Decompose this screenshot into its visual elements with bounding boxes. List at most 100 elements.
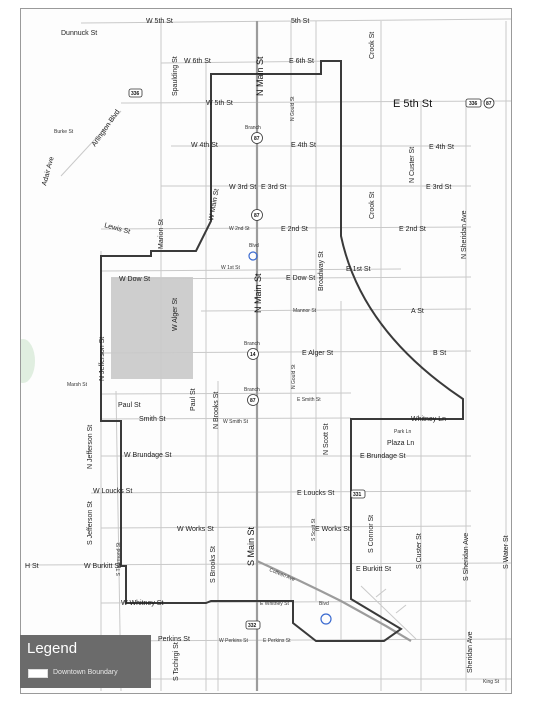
- svg-text:Spaulding St: Spaulding St: [172, 56, 179, 96]
- svg-text:W Alger St: W Alger St: [172, 298, 179, 331]
- svg-text:W 3rd St: W 3rd St: [229, 184, 256, 191]
- coffeen-ave-line: [256, 559, 412, 642]
- svg-text:331: 331: [353, 492, 362, 498]
- svg-text:W 1st St: W 1st St: [221, 265, 241, 271]
- street-labels: W 5th St 5th St Dunnuck St Spaulding St …: [25, 18, 510, 685]
- shield-87-b: 87: [251, 209, 263, 221]
- svg-text:E 2nd St: E 2nd St: [281, 226, 308, 233]
- svg-text:S Connor St: S Connor St: [368, 515, 375, 553]
- svg-text:Plaza Ln: Plaza Ln: [387, 440, 414, 447]
- svg-text:W 5th St: W 5th St: [206, 100, 233, 107]
- svg-text:S Tschirgi St: S Tschirgi St: [173, 642, 180, 681]
- route-shields: 336 336 87 87 87 14 87 331 332: [128, 88, 495, 630]
- svg-text:Lewis St: Lewis St: [103, 222, 130, 236]
- svg-text:E 6th St: E 6th St: [289, 58, 314, 65]
- svg-text:336: 336: [131, 91, 140, 97]
- shield-14: 14: [247, 348, 259, 360]
- svg-text:87: 87: [486, 101, 492, 107]
- svg-text:Branch: Branch: [244, 341, 260, 347]
- svg-text:W Whitney St: W Whitney St: [121, 600, 163, 607]
- svg-text:W 2nd St: W 2nd St: [229, 226, 250, 232]
- svg-text:Arlington Blvd: Arlington Blvd: [91, 109, 122, 148]
- svg-text:A St: A St: [411, 308, 424, 315]
- svg-text:E 1st St: E 1st St: [346, 266, 371, 273]
- svg-text:S Custer St: S Custer St: [416, 533, 423, 569]
- svg-text:W Works St: W Works St: [177, 526, 214, 533]
- svg-text:W Burkitt St: W Burkitt St: [84, 563, 121, 570]
- svg-text:Branch: Branch: [245, 125, 261, 131]
- svg-text:Dunnuck St: Dunnuck St: [61, 30, 97, 37]
- svg-text:87: 87: [254, 136, 260, 142]
- svg-text:Adair Ave: Adair Ave: [41, 156, 56, 187]
- shield-336-right: 336: [465, 98, 482, 108]
- svg-text:Mannor St: Mannor St: [293, 308, 317, 314]
- svg-text:N Sheridan Ave: N Sheridan Ave: [461, 210, 468, 259]
- shield-332: 332: [245, 620, 261, 630]
- svg-text:Paul St: Paul St: [190, 388, 197, 411]
- shield-336-left: 336: [128, 88, 143, 98]
- svg-text:S Sheridan Ave: S Sheridan Ave: [463, 533, 470, 581]
- svg-text:E Burkitt St: E Burkitt St: [356, 566, 391, 573]
- svg-text:E Smith St: E Smith St: [297, 397, 321, 403]
- svg-text:W 4th St: W 4th St: [191, 142, 218, 149]
- street-network-ns: [60, 21, 507, 692]
- svg-text:336: 336: [469, 101, 478, 107]
- svg-text:E Whitney St: E Whitney St: [260, 601, 290, 607]
- svg-text:5th St: 5th St: [291, 18, 309, 25]
- svg-text:N Gould St: N Gould St: [290, 96, 296, 121]
- legend-boundary-swatch: [28, 669, 48, 678]
- svg-text:Broadway St: Broadway St: [318, 251, 325, 291]
- svg-text:Perkins St: Perkins St: [158, 636, 190, 643]
- downtown-boundary: [100, 60, 464, 642]
- svg-text:N Jefferson St: N Jefferson St: [99, 337, 106, 381]
- map-canvas[interactable]: 336 336 87 87 87 14 87 331 332 Branch Br…: [21, 9, 512, 694]
- svg-text:E Perkins St: E Perkins St: [263, 638, 291, 644]
- svg-text:Branch: Branch: [244, 387, 260, 393]
- railroad-line: [360, 585, 417, 640]
- park-area: [111, 277, 193, 379]
- svg-text:S Scott St: S Scott St: [311, 518, 317, 541]
- legend-panel: Legend Downtown Boundary: [20, 635, 151, 688]
- svg-text:Park Ln: Park Ln: [394, 429, 411, 435]
- svg-text:W 5th St: W 5th St: [146, 18, 173, 25]
- svg-text:S Water St: S Water St: [503, 535, 510, 569]
- svg-text:W Smith St: W Smith St: [223, 419, 249, 425]
- svg-text:Whitney Ln: Whitney Ln: [411, 416, 446, 423]
- svg-text:N Gould St: N Gould St: [291, 364, 297, 389]
- svg-text:E 3rd St: E 3rd St: [261, 184, 286, 191]
- svg-text:Coffeen Ave: Coffeen Ave: [268, 567, 296, 583]
- svg-text:E 2nd St: E 2nd St: [399, 226, 426, 233]
- svg-text:14: 14: [250, 352, 256, 358]
- svg-text:E 4th St: E 4th St: [429, 144, 454, 151]
- map-frame: 336 336 87 87 87 14 87 331 332 Branch Br…: [20, 8, 512, 694]
- svg-text:W Main St: W Main St: [208, 188, 221, 221]
- svg-text:W 6th St: W 6th St: [184, 58, 211, 65]
- svg-text:332: 332: [248, 623, 257, 629]
- shield-331: 331: [350, 489, 366, 499]
- svg-text:Sheridan Ave: Sheridan Ave: [467, 631, 474, 673]
- svg-text:Blvd: Blvd: [319, 601, 329, 607]
- svg-text:W Loucks St: W Loucks St: [93, 488, 132, 495]
- svg-text:Crook St: Crook St: [369, 192, 376, 219]
- svg-text:W Dow St: W Dow St: [119, 276, 150, 283]
- shield-87-c: 87: [247, 394, 259, 406]
- vegetation-patch: [21, 339, 35, 383]
- svg-text:E Loucks St: E Loucks St: [297, 490, 334, 497]
- svg-text:E Alger St: E Alger St: [302, 350, 333, 357]
- svg-text:N Jefferson St: N Jefferson St: [87, 425, 94, 469]
- svg-text:Crook St: Crook St: [369, 32, 376, 59]
- svg-text:E 4th St: E 4th St: [291, 142, 316, 149]
- svg-text:Burke St: Burke St: [54, 129, 74, 135]
- svg-text:Marsh St: Marsh St: [67, 382, 88, 388]
- svg-text:Paul St: Paul St: [118, 402, 141, 409]
- svg-text:87: 87: [254, 213, 260, 219]
- legend-title: Legend: [27, 640, 78, 657]
- route-labels: Branch Branch Branch Blvd Blvd: [244, 125, 332, 625]
- svg-text:S Main St: S Main St: [246, 526, 256, 566]
- svg-text:N Main St: N Main St: [255, 56, 265, 96]
- svg-text:E Dow St: E Dow St: [286, 275, 315, 282]
- svg-text:S Jefferson St: S Jefferson St: [87, 501, 94, 545]
- svg-text:S Brooks St: S Brooks St: [210, 546, 217, 583]
- svg-text:E Brundage St: E Brundage St: [360, 453, 406, 460]
- shield-87-right: 87: [483, 97, 495, 109]
